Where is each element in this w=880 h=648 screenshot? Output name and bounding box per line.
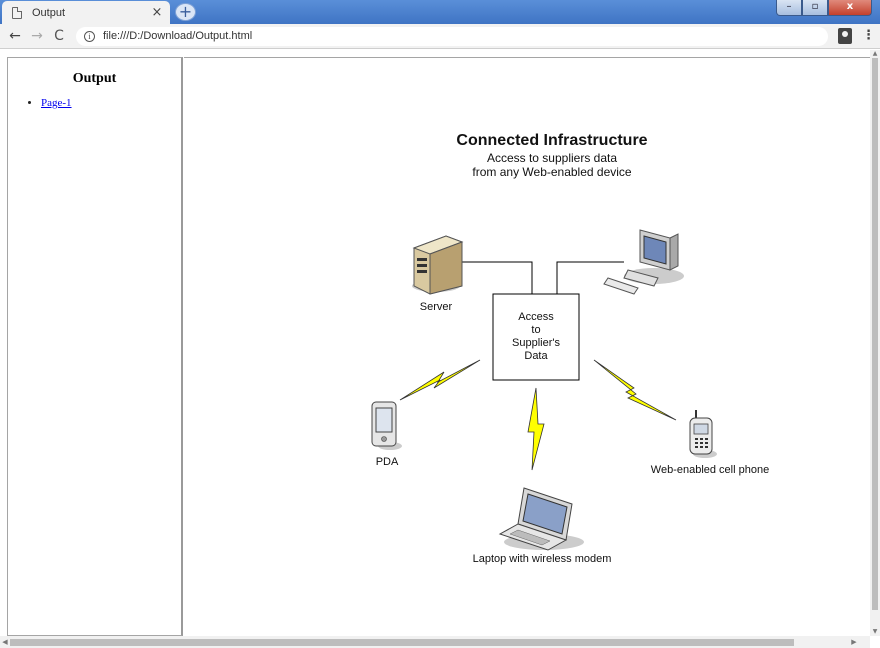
pda-label: PDA: [376, 456, 399, 468]
window-controls: – ▫ x: [776, 0, 872, 16]
horizontal-scrollbar[interactable]: ◀ ▶: [0, 636, 870, 648]
diagram-subtitle-1: Access to suppliers data: [487, 151, 617, 165]
lightning-bolt-phone: [593, 359, 677, 421]
center-box-line-3: Supplier's: [512, 337, 560, 349]
center-box: [492, 293, 580, 381]
nav-heading: Output: [72, 71, 117, 86]
back-button[interactable]: ←: [9, 28, 21, 44]
tab-close-button[interactable]: ×: [151, 4, 163, 20]
list-item: Page-1: [41, 97, 181, 109]
navigation-frame: Output Page-1: [7, 57, 183, 636]
tab-output[interactable]: Output ×: [2, 1, 170, 24]
desktop-computer-icon: [603, 229, 684, 295]
page-list: Page-1: [41, 97, 181, 109]
title-bar: Output × + – ▫ x: [0, 0, 880, 24]
scroll-down-arrow-icon[interactable]: ▼: [872, 628, 878, 635]
center-box-line-1: Access: [518, 311, 554, 323]
forward-button[interactable]: →: [31, 28, 43, 44]
document-icon: [12, 6, 22, 19]
lightning-bolt-pda: [399, 359, 481, 401]
info-icon[interactable]: i: [84, 30, 95, 42]
tab-title: Output: [32, 6, 66, 19]
maximize-button[interactable]: ▫: [802, 0, 828, 16]
diagram-subtitle-2: from any Web-enabled device: [472, 165, 632, 179]
network-diagram: Connected Infrastructure Access to suppl…: [371, 132, 769, 565]
profile-icon[interactable]: [838, 28, 852, 44]
cell-phone-icon: [689, 410, 717, 458]
lightning-bolt-laptop: [527, 387, 545, 471]
close-window-button[interactable]: x: [828, 0, 872, 16]
cell-phone-label: Web-enabled cell phone: [651, 464, 769, 476]
address-bar[interactable]: i file:///D:/Download/Output.html: [76, 26, 828, 46]
new-tab-button[interactable]: +: [175, 3, 196, 21]
laptop-label: Laptop with wireless modem: [473, 553, 612, 565]
pda-icon: [371, 401, 402, 450]
center-box-line-2: to: [531, 324, 540, 336]
server-connector: [462, 261, 533, 294]
center-box-line-4: Data: [524, 350, 548, 362]
desktop-connector: [556, 261, 624, 294]
scroll-up-arrow-icon[interactable]: ▲: [872, 50, 878, 57]
page-1-link[interactable]: Page-1: [41, 97, 72, 109]
scroll-left-arrow-icon[interactable]: ◀: [2, 638, 8, 646]
page-content: Output Page-1 Connected Infrastructure A…: [0, 50, 870, 636]
diagram-title: Connected Infrastructure: [456, 132, 647, 149]
laptop-icon: [498, 487, 584, 551]
scroll-right-arrow-icon[interactable]: ▶: [851, 638, 857, 646]
browser-toolbar: ← → C i file:///D:/Download/Output.html …: [0, 24, 880, 49]
server-label: Server: [420, 301, 453, 313]
server-icon: [412, 235, 464, 295]
vertical-scrollbar[interactable]: ▲ ▼: [870, 50, 880, 636]
reload-button[interactable]: C: [54, 28, 64, 44]
diagram-frame: Connected Infrastructure Access to suppl…: [184, 57, 870, 636]
horizontal-scroll-thumb[interactable]: [10, 639, 794, 646]
menu-icon[interactable]: ⋮: [862, 28, 875, 43]
vertical-scroll-thumb[interactable]: [872, 58, 878, 610]
minimize-button[interactable]: –: [776, 0, 802, 16]
url-text: file:///D:/Download/Output.html: [103, 30, 253, 42]
